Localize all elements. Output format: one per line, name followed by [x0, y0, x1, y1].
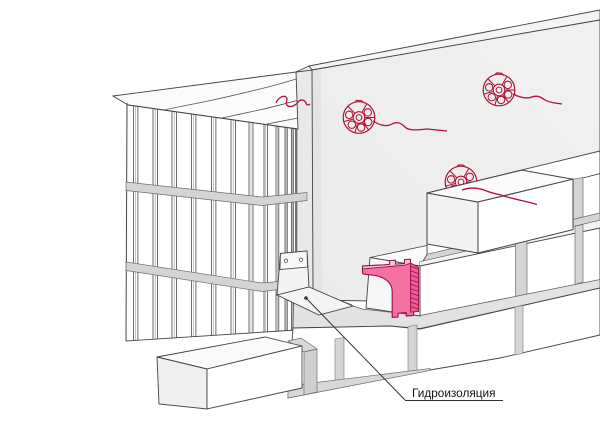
- svg-text:Гидроизоляция: Гидроизоляция: [412, 386, 496, 400]
